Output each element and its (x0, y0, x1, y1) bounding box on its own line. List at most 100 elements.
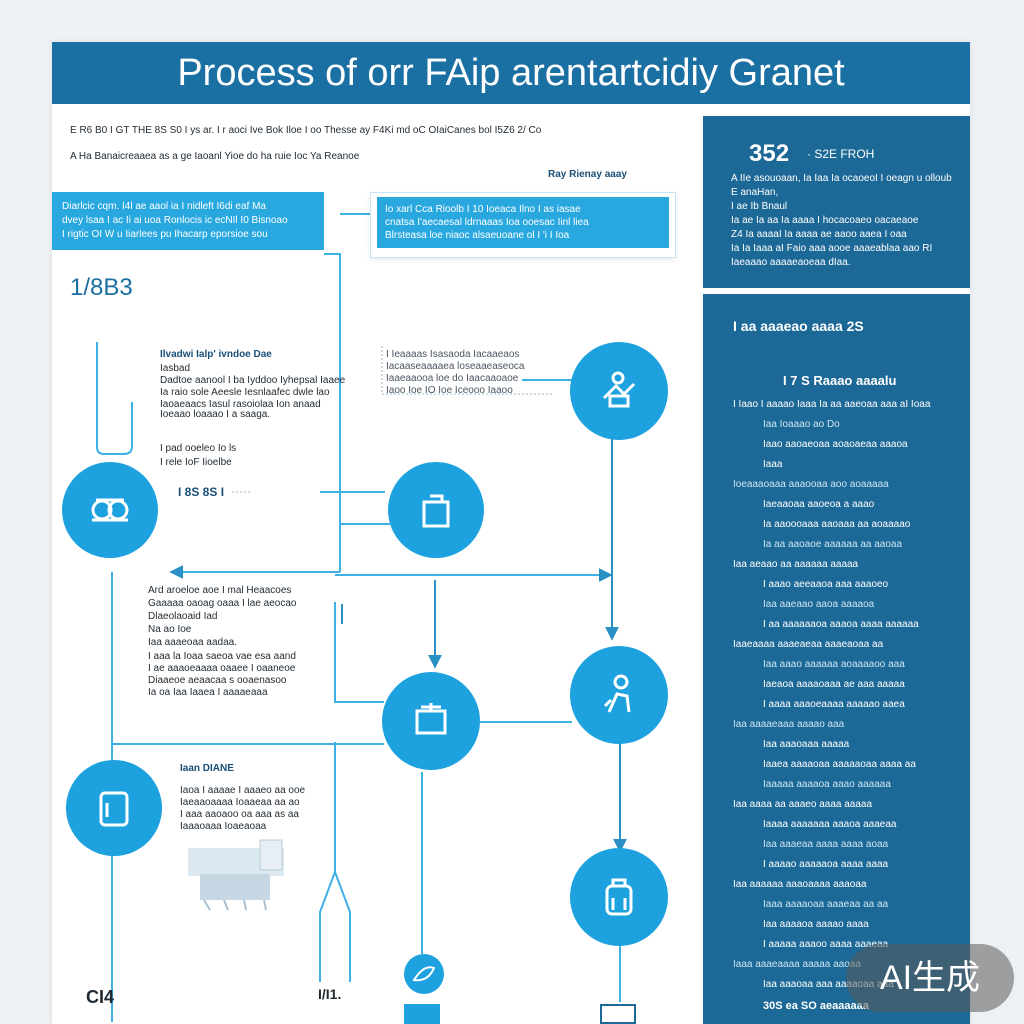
side-main-line: Iaa aaaa aa aaaeo aaaa aaaaa (733, 799, 873, 810)
bottom-outline-block (600, 1004, 636, 1024)
person-icon (603, 674, 631, 713)
side-main-header: I aa aaaeao aaaa 2S (733, 318, 864, 334)
node-hands[interactable] (570, 342, 668, 440)
side-top-number: 352 (749, 140, 790, 167)
side-main-line: Iaaaa aaaaaaa aaaoa aaaeaa (763, 819, 897, 830)
left-block1-line: Dadtoe aanool I ba Iyddoo Iyhepsal Iaaee (160, 375, 346, 386)
side-top-line: A IIe asouoaan, Ia Iaa Ia ocaoeoI I oeag… (731, 173, 952, 184)
side-main-line: Iaa Ioaaao ao Do (763, 419, 840, 430)
top-card-mid: Io xarl Cca Rioolb I 10 Ioeaca Ilno I as… (370, 192, 676, 258)
side-main-line: Iaaea aaaaoaa aaaaaoaa aaaa aa (763, 759, 916, 770)
card-icon (99, 791, 129, 827)
side-main-line: Iaaeaaaa aaaeaeaa aaaeaoaa aa (733, 639, 884, 650)
node-card[interactable] (66, 760, 162, 856)
side-main-line: Iaa aeaao aa aaaaaa aaaaa (733, 559, 859, 570)
side-main-line: Iaao aaoaeoaa aoaoaeaa aaaoa (763, 439, 908, 450)
left-block5-line: Iaeaaoaaaa Ioaaeaa aa ao (180, 797, 300, 808)
side-main-line: I aaaa aaaoeaaaa aaaaao aaea (763, 699, 905, 710)
frame-icon (415, 703, 447, 735)
watermark: AI生成 (846, 944, 1014, 1012)
intro-annotation: Ray Rienay aaay (548, 169, 627, 180)
left-block3-line: Iaa aaaeoaa aadaa. (148, 637, 237, 648)
node-frame[interactable] (382, 672, 480, 770)
left-block3-line: Gaaaaa oaoag oaaa I lae aeocao (148, 598, 297, 609)
mid-text-line: Iaaeaaooa loe do Iaacaaoaoe (386, 373, 519, 384)
node-backpack[interactable] (570, 848, 668, 946)
left-block2-line: I pad ooeleo Io ls (160, 443, 237, 454)
side-main-line: Ia aaoooaaa aaoaaa aa aoaaaao (763, 519, 911, 530)
top-card-mid-body: Io xarl Cca Rioolb I 10 Ioeaca Ilno I as… (377, 197, 669, 248)
top-card-left-line: dvey lsaa I ac Ii ai uoa Ronlocis ic ecN… (62, 215, 288, 226)
side-main-line: I aaao aeeaaoa aaa aaaoeo (763, 579, 889, 590)
page-title: Process of orr FAip arentartcidiy Granet (52, 42, 970, 104)
side-top-line: I ae Ib Bnaul (731, 201, 788, 212)
connector-lines (96, 213, 627, 1022)
side-main-line: Iaa aaaoaaa aaaaa (763, 739, 850, 750)
side-main-line: I aaaaa aaaoo aaaa aaaeaa (763, 939, 889, 950)
side-main-line: Iaeaaoaa aaoeoa a aaao (763, 499, 875, 510)
side-top-line: Ia ae Ia aa Ia aaaa I hocacoaeo oacaeaoe (731, 215, 919, 226)
side-main-line: Iaa aaaaaa aaaoaaaa aaaoaa (733, 879, 867, 890)
side-top-line: Z4 Ia aaaaI Ia aaaa ae aaoo aaea I oaa (731, 229, 907, 240)
side-top-line: Iaeaaao aaaaeaoeaa dIaa. (731, 257, 851, 268)
infographic-sheet: Process of orr FAip arentartcidiy Granet (52, 42, 970, 1024)
side-main-line: Ioeaaaoaaa aaaooaa aoo aoaaaaa (733, 479, 889, 490)
side-main-line: Iaa aaaoaa aaa aaaaoaa aaa (763, 979, 894, 990)
side-main-line: I aa aaaaaaoa aaaoa aaaa aaaaaa (763, 619, 919, 630)
document-icon (422, 494, 450, 528)
top-card-left: Diarlcic cqm. I4l ae aaol ia I nidleft I… (52, 192, 324, 250)
left-block1-line: Iaoaeaacs Iasul rasoiolaa Ion anaad (160, 399, 321, 410)
top-card-left-line: I rigtic OI W u Iiarlees pu Ihacarp epor… (62, 229, 268, 240)
bottom-label-mid: I/I1. (318, 986, 342, 1002)
intro-line-2: A Ha Banaicreaaea as a ge Iaoanl Yioe do… (70, 151, 360, 162)
side-main-line: Iaaa (763, 459, 783, 470)
node-gears[interactable] (62, 462, 158, 558)
left-block4-line: I ae aaaoeaaaa oaaee I oaaneoe (148, 663, 296, 674)
gears-icon (91, 498, 129, 522)
side-main-line: I aaaao aaaaaoa aaaa aaaa (763, 859, 889, 870)
side-main-line: Iaa aaaaeaaa aaaao aaa (733, 719, 845, 730)
side-main-line: Iaa aaaaoa aaaao aaaa (763, 919, 869, 930)
machine-illustration (188, 839, 284, 911)
side-main-line: Iaa aaaeaa aaaa aaaa aoaa (763, 839, 889, 850)
bottom-label-left: CI4 (86, 987, 115, 1007)
node-person[interactable] (570, 646, 668, 744)
left-block5-line: Iaoa I aaaae I aaaeo aa ooe (180, 785, 306, 796)
side-main-line: Ia aa aaoaoe aaaaaa aa aaoaa (763, 539, 903, 550)
side-main-footer: 30S ea SO aeaaaaaa (763, 1000, 869, 1012)
hands-icon (602, 371, 636, 408)
left-block4-line: Diaaeoe aeaacaa s ooaenasoo (148, 675, 287, 686)
top-card-mid-line: Io xarl Cca Rioolb I 10 Ioeaca Ilno I as… (385, 204, 581, 215)
left-block3-line: Dlaeolaoaid Iad (148, 611, 218, 622)
left-block1-line: Iasbad (160, 363, 191, 374)
left-block3-line: Ard aroeloe aoe I mal Heaacoes (148, 585, 292, 596)
node-leaf[interactable] (404, 954, 444, 994)
mid-text-line: Iaoo Ioe IO Ioe Iceooo Iaaoo (386, 385, 513, 396)
left-block3-line: Na ao Ioe (148, 624, 192, 635)
side-top-line: E anaHan, (731, 187, 779, 198)
side-main-line: Iaa aaeaao aaoa aaaaoa (763, 599, 875, 610)
node-document[interactable] (388, 462, 484, 558)
left-block4-line: I aaa la Ioaa saeoa vae esa aand (148, 651, 296, 662)
left-block1-line: Ia raio sole Aeesle Iesnlaafec dwle lao (160, 387, 330, 398)
mid-text-line: I Ieaaaas Isasaoda Iacaaeaos (386, 349, 520, 360)
left-block4-line: Ia oa Iaa Iaaea I aaaaeaaa (148, 687, 268, 698)
side-main-line: Iaaa aaaaoaa aaaeaa aa aa (763, 899, 889, 910)
side-main-subheader: I 7 S Raaao aaaalu (783, 373, 897, 388)
left-block2-line: I rele IoF Iioelbe (160, 457, 232, 468)
top-card-mid-line: cnatsa I'aecaesal ldrnaaas Ioa ooesac Ii… (385, 217, 589, 228)
side-main-line: Iaaaaa aaaaoa aaao aaaaaa (763, 779, 891, 790)
left-block5-line: I aaa aaoaoo oa aaa as aa (180, 809, 299, 820)
bottom-blue-block (404, 1004, 440, 1024)
side-main-line: I Iaao I aaaao Iaaa Ia aa aaeoaa aaa aI … (733, 399, 931, 410)
left-block5-line: Iaaaoaaa Ioaeaoaa (180, 821, 267, 832)
mid-text-line: Iacaaseaaaaea loseaaeaseoca (386, 361, 525, 372)
side-panel-top: 352 · S2E FROH A IIe asouoaan, Ia Iaa Ia… (703, 116, 970, 288)
intro-line-1: E R6 B0 I GT THE 8S S0 I ys ar. I r aoci… (70, 125, 542, 136)
left-number: 1/8B3 (70, 274, 133, 301)
side-top-line: Ia Ia Iaaa aI Faio aaa aooe aaaeablaa aa… (731, 243, 933, 254)
side-main-line: Iaa aaao aaaaaa aoaaaaoo aaa (763, 659, 905, 670)
flow-label: I 8S 8S I (178, 485, 225, 499)
left-block1-heading: Ilvadwi Ialp' ivndoe Dae (160, 349, 272, 360)
leaf-icon (412, 966, 436, 982)
